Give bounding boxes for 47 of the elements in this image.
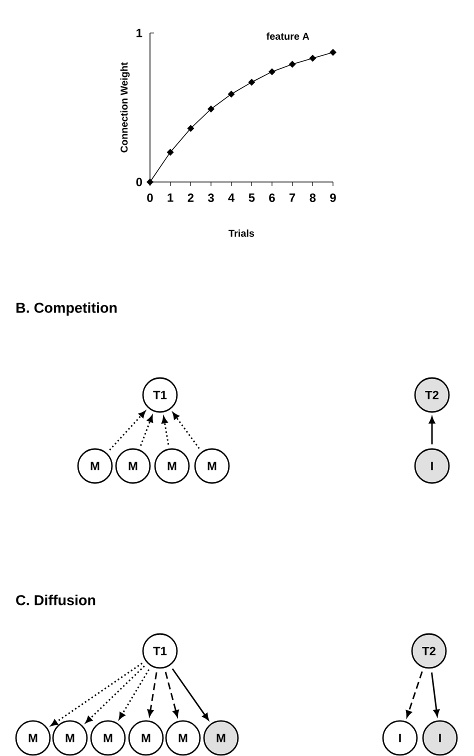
tick-label: 1 bbox=[168, 194, 174, 202]
circle-node: M bbox=[15, 720, 51, 756]
arrow bbox=[50, 662, 143, 726]
section-heading: B. Competition bbox=[16, 302, 117, 316]
arrow bbox=[118, 669, 150, 720]
arrow bbox=[162, 416, 170, 445]
section-heading: C. Diffusion bbox=[16, 594, 96, 606]
tick-label: 8 bbox=[310, 194, 316, 202]
circle-node: I bbox=[422, 720, 458, 756]
tick-label: 0 bbox=[136, 178, 142, 186]
circle-node: M bbox=[77, 448, 113, 484]
circle-node: M bbox=[203, 720, 239, 756]
tick-label: 9 bbox=[330, 194, 336, 202]
circle-node: M bbox=[52, 720, 88, 756]
tick-label: 2 bbox=[188, 194, 194, 202]
circle-node: I bbox=[382, 720, 418, 756]
circle-node: I bbox=[414, 448, 450, 484]
arrow bbox=[109, 410, 146, 450]
tick-label: 3 bbox=[208, 194, 214, 202]
arrow bbox=[140, 415, 154, 446]
circle-node: T2 bbox=[411, 633, 447, 669]
circle-node: M bbox=[115, 448, 151, 484]
arrow bbox=[172, 412, 200, 449]
tick-label: 1 bbox=[136, 28, 142, 38]
circle-node: T2 bbox=[414, 377, 450, 413]
tick-label: 6 bbox=[269, 194, 275, 202]
circle-node: M bbox=[165, 720, 201, 756]
arrow bbox=[85, 666, 145, 724]
tick-label: 5 bbox=[248, 194, 255, 202]
circle-node: M bbox=[90, 720, 126, 756]
tick-label: 7 bbox=[290, 194, 296, 202]
tick-label: 0 bbox=[147, 194, 153, 202]
chart-title: feature A bbox=[266, 32, 310, 40]
circle-node: T1 bbox=[142, 377, 178, 413]
circle-node: T1 bbox=[142, 633, 178, 669]
arrow bbox=[172, 668, 209, 720]
arrow bbox=[406, 671, 423, 718]
arrow bbox=[164, 672, 179, 717]
arrow bbox=[428, 416, 436, 444]
arrow bbox=[147, 672, 158, 717]
circle-node: M bbox=[194, 448, 230, 484]
tick-label: 4 bbox=[228, 194, 235, 202]
circle-node: M bbox=[154, 448, 190, 484]
circle-node: M bbox=[128, 720, 164, 756]
axis-title: Trials bbox=[228, 230, 254, 237]
axis-title: Connection Weight bbox=[120, 62, 130, 152]
arrow bbox=[430, 672, 440, 716]
